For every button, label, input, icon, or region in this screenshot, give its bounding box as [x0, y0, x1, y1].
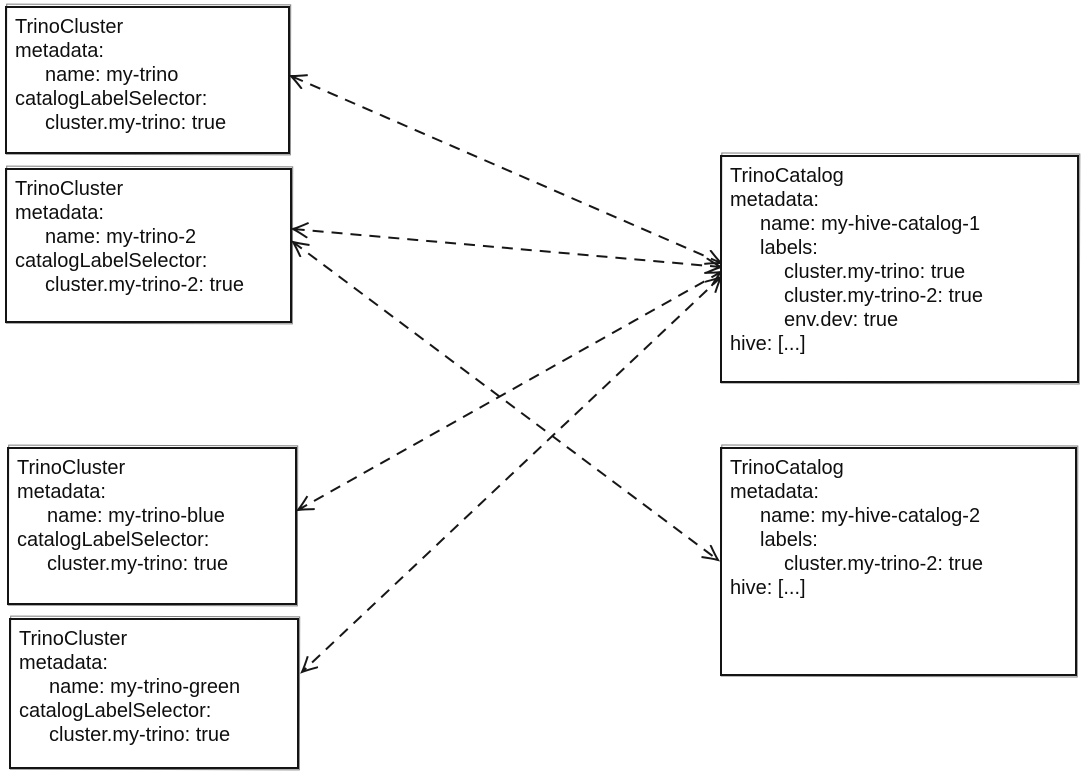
node-line: metadata: — [730, 189, 819, 211]
node-line: labels: — [760, 237, 818, 259]
node-line: cluster.my-trino: true — [47, 553, 229, 575]
node-line: name: my-hive-catalog-1 — [760, 213, 981, 235]
node-line: hive: [...] — [730, 333, 806, 355]
node-line: name: my-trino-green — [49, 676, 241, 698]
edge-trino-cluster-my-trino-2--trino-catalog-my-hive-catalog-2 — [293, 242, 718, 560]
node-line: cluster.my-trino-2: true — [784, 553, 983, 575]
node-line: name: my-trino-2 — [45, 226, 197, 248]
edge-trino-catalog-my-hive-catalog-1--trino-cluster-my-trino-2 — [293, 229, 721, 267]
node-line: TrinoCluster — [15, 178, 124, 200]
node-line: cluster.my-trino: true — [784, 261, 966, 283]
node-line: name: my-trino — [45, 64, 179, 86]
node-line: metadata: — [15, 202, 104, 224]
node-line: name: my-hive-catalog-2 — [760, 505, 981, 527]
node-line: catalogLabelSelector: — [19, 700, 212, 722]
node-line: catalogLabelSelector: — [15, 88, 208, 110]
node-line: labels: — [760, 529, 818, 551]
node-line: env.dev: true — [784, 309, 899, 331]
node-line: catalogLabelSelector: — [15, 250, 208, 272]
node-line: TrinoCluster — [19, 628, 128, 650]
node-line: cluster.my-trino: true — [45, 112, 227, 134]
node-line: TrinoCatalog — [730, 165, 844, 187]
node-line: TrinoCluster — [15, 16, 124, 38]
node-line: metadata: — [15, 40, 104, 62]
node-line: TrinoCluster — [17, 457, 126, 479]
node-line: TrinoCatalog — [730, 457, 844, 479]
node-line: cluster.my-trino-2: true — [784, 285, 983, 307]
node-line: cluster.my-trino: true — [49, 724, 231, 746]
edge-trino-catalog-my-hive-catalog-1--trino-cluster-my-trino-blue — [298, 272, 721, 510]
edge-trino-catalog-my-hive-catalog-1--trino-cluster-my-trino-green — [302, 277, 721, 672]
node-line: metadata: — [19, 652, 108, 674]
node-line: hive: [...] — [730, 577, 806, 599]
node-line: metadata: — [730, 481, 819, 503]
node-line: metadata: — [17, 481, 106, 503]
node-line: catalogLabelSelector: — [17, 529, 210, 551]
edge-trino-catalog-my-hive-catalog-1--trino-cluster-my-trino — [291, 76, 721, 263]
node-line: name: my-trino-blue — [47, 505, 225, 527]
node-line: cluster.my-trino-2: true — [45, 274, 244, 296]
